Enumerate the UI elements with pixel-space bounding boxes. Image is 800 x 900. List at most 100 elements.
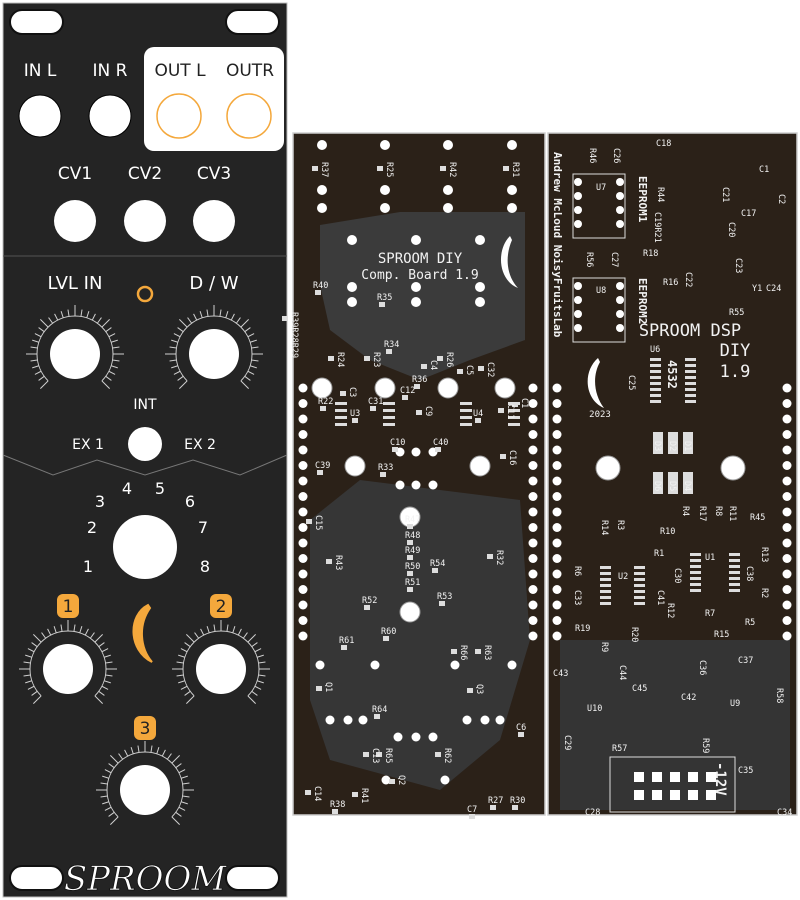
- jack-cv3[interactable]: [193, 200, 235, 242]
- smd-pad: [435, 752, 441, 757]
- designator-label: C40: [433, 438, 448, 448]
- power-pin: [670, 772, 680, 782]
- jack-label-out-l: OUT L: [154, 61, 206, 81]
- knob-tick: [105, 327, 112, 333]
- ic-pad: [383, 423, 395, 426]
- header-pin: [552, 461, 562, 470]
- mounting-hole: [374, 377, 396, 399]
- header-pin: [552, 430, 562, 439]
- switch-label-ex2: EX 2: [184, 437, 216, 453]
- knob-tick: [182, 795, 190, 798]
- dip-socket-u7: [572, 173, 626, 239]
- knob-param-3[interactable]: [120, 765, 170, 815]
- knob-tick: [258, 674, 266, 677]
- knob-label-lvl-in: LVL IN: [48, 273, 103, 294]
- pot-pin: [317, 185, 327, 195]
- knob-scale-arc: [36, 315, 114, 382]
- header-pin: [782, 538, 792, 548]
- header-pin: [552, 585, 562, 594]
- designator-label: Q1: [323, 682, 333, 692]
- knob-tick: [213, 624, 216, 632]
- designator-label: C41: [655, 590, 665, 605]
- knob-tick: [112, 359, 120, 362]
- knob-tick: [237, 628, 242, 636]
- dip-pin: [574, 192, 582, 200]
- knob-param-1[interactable]: [43, 644, 93, 694]
- diode-pad: [653, 472, 663, 494]
- designator-label: R58: [774, 688, 784, 703]
- header-pin: [298, 554, 308, 563]
- ic-pad: [650, 370, 661, 373]
- designator-label: R45: [750, 513, 765, 523]
- knob-tick: [32, 339, 40, 343]
- ic-pad: [650, 382, 661, 385]
- pot-pin: [347, 297, 357, 307]
- dsp-board-pcb: Andrew McLoud NoisyFruitsLab EEPROM1 EEP…: [547, 132, 798, 818]
- knob-dry-wet[interactable]: [189, 329, 239, 379]
- header-pin: [782, 631, 792, 641]
- header-pin: [528, 461, 538, 470]
- smd-pad: [487, 554, 493, 559]
- ic-pad: [685, 388, 696, 391]
- knob-tick: [108, 763, 115, 769]
- knob-tick: [112, 346, 120, 349]
- knob-tick: [225, 311, 229, 319]
- header-pin: [298, 600, 308, 610]
- designator-label: D4: [682, 481, 692, 491]
- smd-pad: [340, 391, 346, 396]
- smd-pad: [475, 418, 481, 423]
- designator-label: C28: [585, 808, 600, 818]
- mounting-hole: [437, 377, 459, 399]
- knob-tick: [38, 327, 45, 333]
- jack-out-r[interactable]: [226, 93, 272, 139]
- ic-pad: [335, 409, 347, 412]
- jack-cv1[interactable]: [54, 200, 96, 242]
- header-pin: [552, 383, 562, 393]
- header-pin: [552, 476, 562, 486]
- ic-pad: [634, 584, 645, 587]
- jack-cv2[interactable]: [124, 200, 166, 242]
- knob-tick: [91, 313, 96, 321]
- header-pin: [298, 399, 308, 408]
- knob-tick: [30, 346, 38, 349]
- designator-label: R54: [430, 559, 445, 569]
- knob-tick: [23, 674, 31, 677]
- mode-button[interactable]: [128, 427, 162, 461]
- ic-pad: [335, 416, 347, 419]
- designator-label: R43: [333, 555, 343, 570]
- designator-label: C16: [507, 450, 517, 465]
- component-pin: [381, 775, 391, 785]
- knob-tick: [39, 380, 49, 390]
- knob-tick: [169, 359, 177, 362]
- knob-scale-arc: [29, 630, 107, 697]
- knob-tick: [240, 380, 250, 390]
- smd-pad: [478, 366, 484, 371]
- designator-label: R12: [665, 603, 675, 618]
- smd-pad: [317, 470, 323, 475]
- knob-tick: [108, 370, 116, 375]
- ic-pad: [729, 583, 740, 586]
- jack-in-r[interactable]: [88, 94, 132, 138]
- designator-label: R42: [447, 162, 457, 177]
- header-pin: [298, 383, 308, 393]
- component-pin: [370, 660, 380, 670]
- knob-param-2[interactable]: [196, 644, 246, 694]
- smd-pad: [407, 587, 413, 592]
- knob-tick: [177, 375, 184, 381]
- header-pin: [552, 492, 562, 501]
- jack-out-l[interactable]: [156, 93, 202, 139]
- knob-tick: [94, 633, 104, 643]
- knob-tick: [110, 339, 118, 343]
- dip-pin: [574, 282, 582, 290]
- knob-tick: [94, 695, 104, 705]
- jack-in-l[interactable]: [18, 94, 62, 138]
- designator-label: C22: [683, 272, 693, 287]
- mounting-hole: [720, 455, 746, 481]
- selector-knob[interactable]: [113, 515, 177, 579]
- header-pin: [298, 538, 308, 548]
- designator-label: R61: [339, 636, 354, 646]
- knob-lvl-in[interactable]: [50, 329, 100, 379]
- power-pin: [634, 772, 644, 782]
- designator-label: U8: [596, 286, 606, 296]
- ground-pour: [310, 480, 530, 790]
